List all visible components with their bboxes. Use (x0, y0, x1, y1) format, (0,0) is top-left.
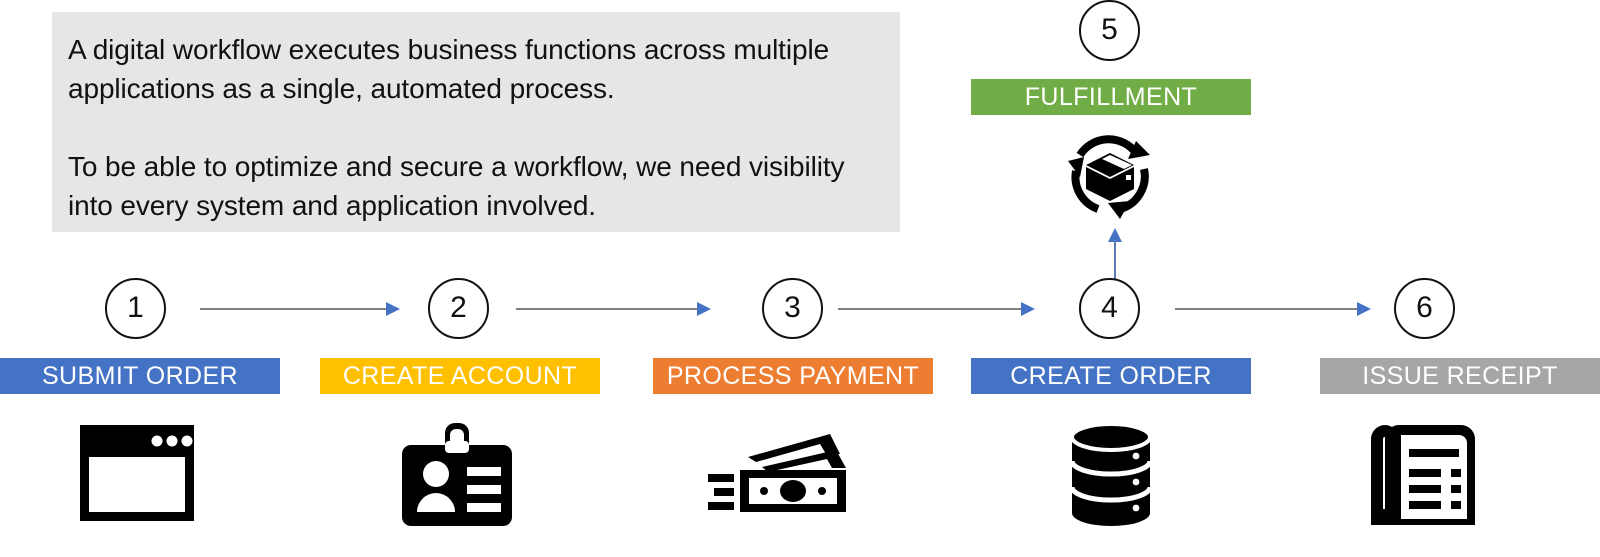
description-paragraph-1: A digital workflow executes business fun… (68, 34, 830, 104)
step-circle-2[interactable]: 2 (428, 278, 489, 339)
arrow-head-right-icon (1357, 302, 1371, 316)
step-bar-submit-order[interactable]: SUBMIT ORDER (0, 358, 280, 394)
receipt-icon (1365, 423, 1475, 527)
step-label-create-order: CREATE ORDER (1010, 361, 1212, 390)
step-number-2: 2 (450, 290, 467, 324)
step-label-issue-receipt: ISSUE RECEIPT (1362, 361, 1558, 390)
step-circle-6[interactable]: 6 (1394, 278, 1455, 339)
browser-window-icon (78, 423, 196, 523)
step-bar-create-account[interactable]: CREATE ACCOUNT (320, 358, 600, 394)
description-paragraph-2: To be able to optimize and secure a work… (68, 151, 845, 221)
step-bar-process-payment[interactable]: PROCESS PAYMENT (653, 358, 933, 394)
arrow-step2-to-step3 (516, 299, 711, 319)
step-label-create-account: CREATE ACCOUNT (342, 361, 578, 390)
cash-banknote-icon (700, 432, 850, 517)
step-bar-create-order[interactable]: CREATE ORDER (971, 358, 1251, 394)
step-bar-fulfillment[interactable]: FULFILLMENT (971, 79, 1251, 115)
step-label-process-payment: PROCESS PAYMENT (666, 361, 920, 390)
step-number-1: 1 (127, 290, 144, 324)
arrow-shaft-horizontal (1175, 308, 1357, 310)
step-circle-4[interactable]: 4 (1079, 278, 1140, 339)
arrow-head-right-icon (1021, 302, 1035, 316)
arrow-shaft-horizontal (516, 308, 697, 310)
arrow-step4-to-step5 (1105, 228, 1125, 284)
step-circle-3[interactable]: 3 (762, 278, 823, 339)
step-label-fulfillment: FULFILLMENT (1024, 82, 1198, 111)
step-number-6: 6 (1416, 290, 1433, 324)
paragraph-spacer (68, 108, 874, 147)
arrow-step3-to-step4 (838, 299, 1035, 319)
id-badge-icon (401, 423, 513, 527)
package-recycle-icon (1058, 125, 1162, 220)
arrow-step1-to-step2 (200, 299, 400, 319)
arrow-shaft-horizontal (838, 308, 1021, 310)
arrow-head-up-icon (1108, 228, 1122, 242)
step-number-5: 5 (1101, 12, 1118, 46)
database-icon (1068, 422, 1154, 527)
step-circle-1[interactable]: 1 (105, 278, 166, 339)
arrow-head-right-icon (386, 302, 400, 316)
step-circle-5[interactable]: 5 (1079, 0, 1140, 61)
arrow-step4-to-step6 (1175, 299, 1371, 319)
step-number-4: 4 (1101, 290, 1118, 324)
step-bar-issue-receipt[interactable]: ISSUE RECEIPT (1320, 358, 1600, 394)
arrow-head-right-icon (697, 302, 711, 316)
arrow-shaft-vertical (1114, 240, 1116, 284)
step-label-submit-order: SUBMIT ORDER (41, 361, 239, 390)
arrow-shaft-horizontal (200, 308, 386, 310)
description-callout: A digital workflow executes business fun… (52, 12, 900, 232)
step-number-3: 3 (784, 290, 801, 324)
